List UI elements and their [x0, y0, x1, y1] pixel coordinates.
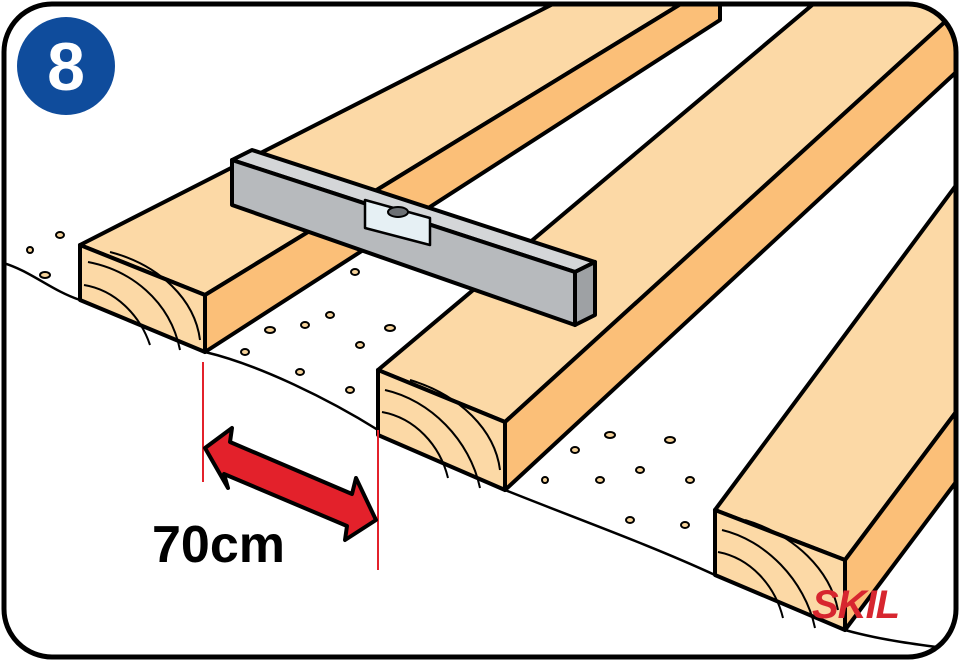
step-number: 8 — [47, 29, 85, 105]
spirit-level — [230, 148, 597, 327]
step-badge — [17, 17, 115, 115]
measurement-label: 70cm — [152, 516, 285, 574]
double-arrow-icon — [203, 426, 378, 542]
wooden-beam-right — [713, 178, 956, 632]
gravel — [26, 231, 695, 529]
skil-logo: SKIL — [812, 583, 899, 627]
wooden-beam-left — [78, 4, 722, 354]
wooden-beam-middle — [376, 4, 956, 492]
